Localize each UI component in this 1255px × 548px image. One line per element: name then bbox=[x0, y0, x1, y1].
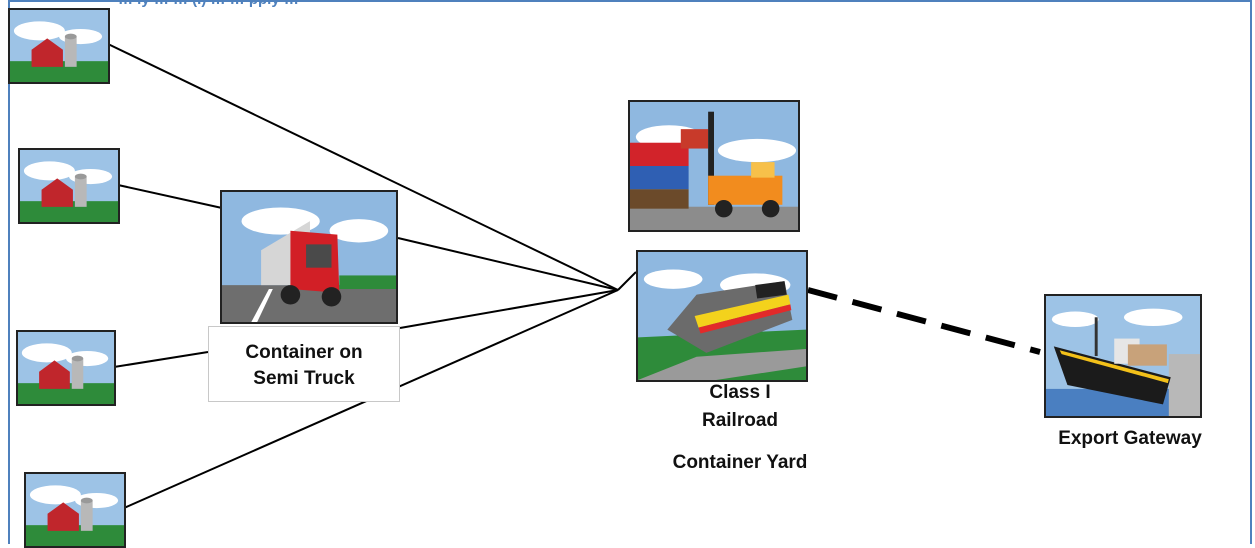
connector-farm2-truck bbox=[117, 184, 223, 209]
connector-label-hub bbox=[399, 289, 619, 329]
farm-icon-1 bbox=[8, 8, 110, 84]
connector-farm1-hub bbox=[107, 43, 619, 291]
cargo-ship-icon bbox=[1046, 296, 1200, 416]
railroad-label-line3: Container Yard bbox=[672, 452, 808, 473]
farm-icon-3 bbox=[16, 330, 116, 406]
page-frame bbox=[8, 0, 1252, 544]
connector-farm3-truck bbox=[113, 351, 209, 368]
semi-truck-label-box bbox=[208, 326, 400, 402]
farm-barn-icon bbox=[18, 332, 114, 404]
container-crane-icon bbox=[630, 102, 798, 230]
container-crane-image bbox=[628, 100, 800, 232]
railroad-label-line1: Class I bbox=[709, 382, 771, 403]
connector-truck-hub bbox=[397, 237, 619, 291]
semi-truck-image bbox=[220, 190, 398, 324]
header-title: … ly … … (I) … … pply … bbox=[118, 0, 299, 8]
farm-barn-icon bbox=[10, 10, 108, 82]
semi-truck-icon bbox=[222, 192, 396, 322]
farm-barn-icon bbox=[20, 150, 118, 222]
locomotive-icon bbox=[638, 252, 806, 380]
connector-hub-train bbox=[617, 271, 637, 291]
farm-icon-2 bbox=[18, 148, 120, 224]
cargo-ship-image bbox=[1044, 294, 1202, 418]
farm-icon-4 bbox=[24, 472, 126, 548]
semi-truck-label-line1: Container on bbox=[245, 342, 363, 363]
farm-barn-icon bbox=[26, 474, 124, 546]
locomotive-image bbox=[636, 250, 808, 382]
dashed-connector-export bbox=[807, 287, 1041, 355]
semi-truck-label-line2: Semi Truck bbox=[253, 368, 355, 389]
export-gateway-label: Export Gateway bbox=[1058, 428, 1202, 449]
header-rule bbox=[8, 0, 1252, 2]
railroad-label-line2: Railroad bbox=[701, 410, 779, 431]
